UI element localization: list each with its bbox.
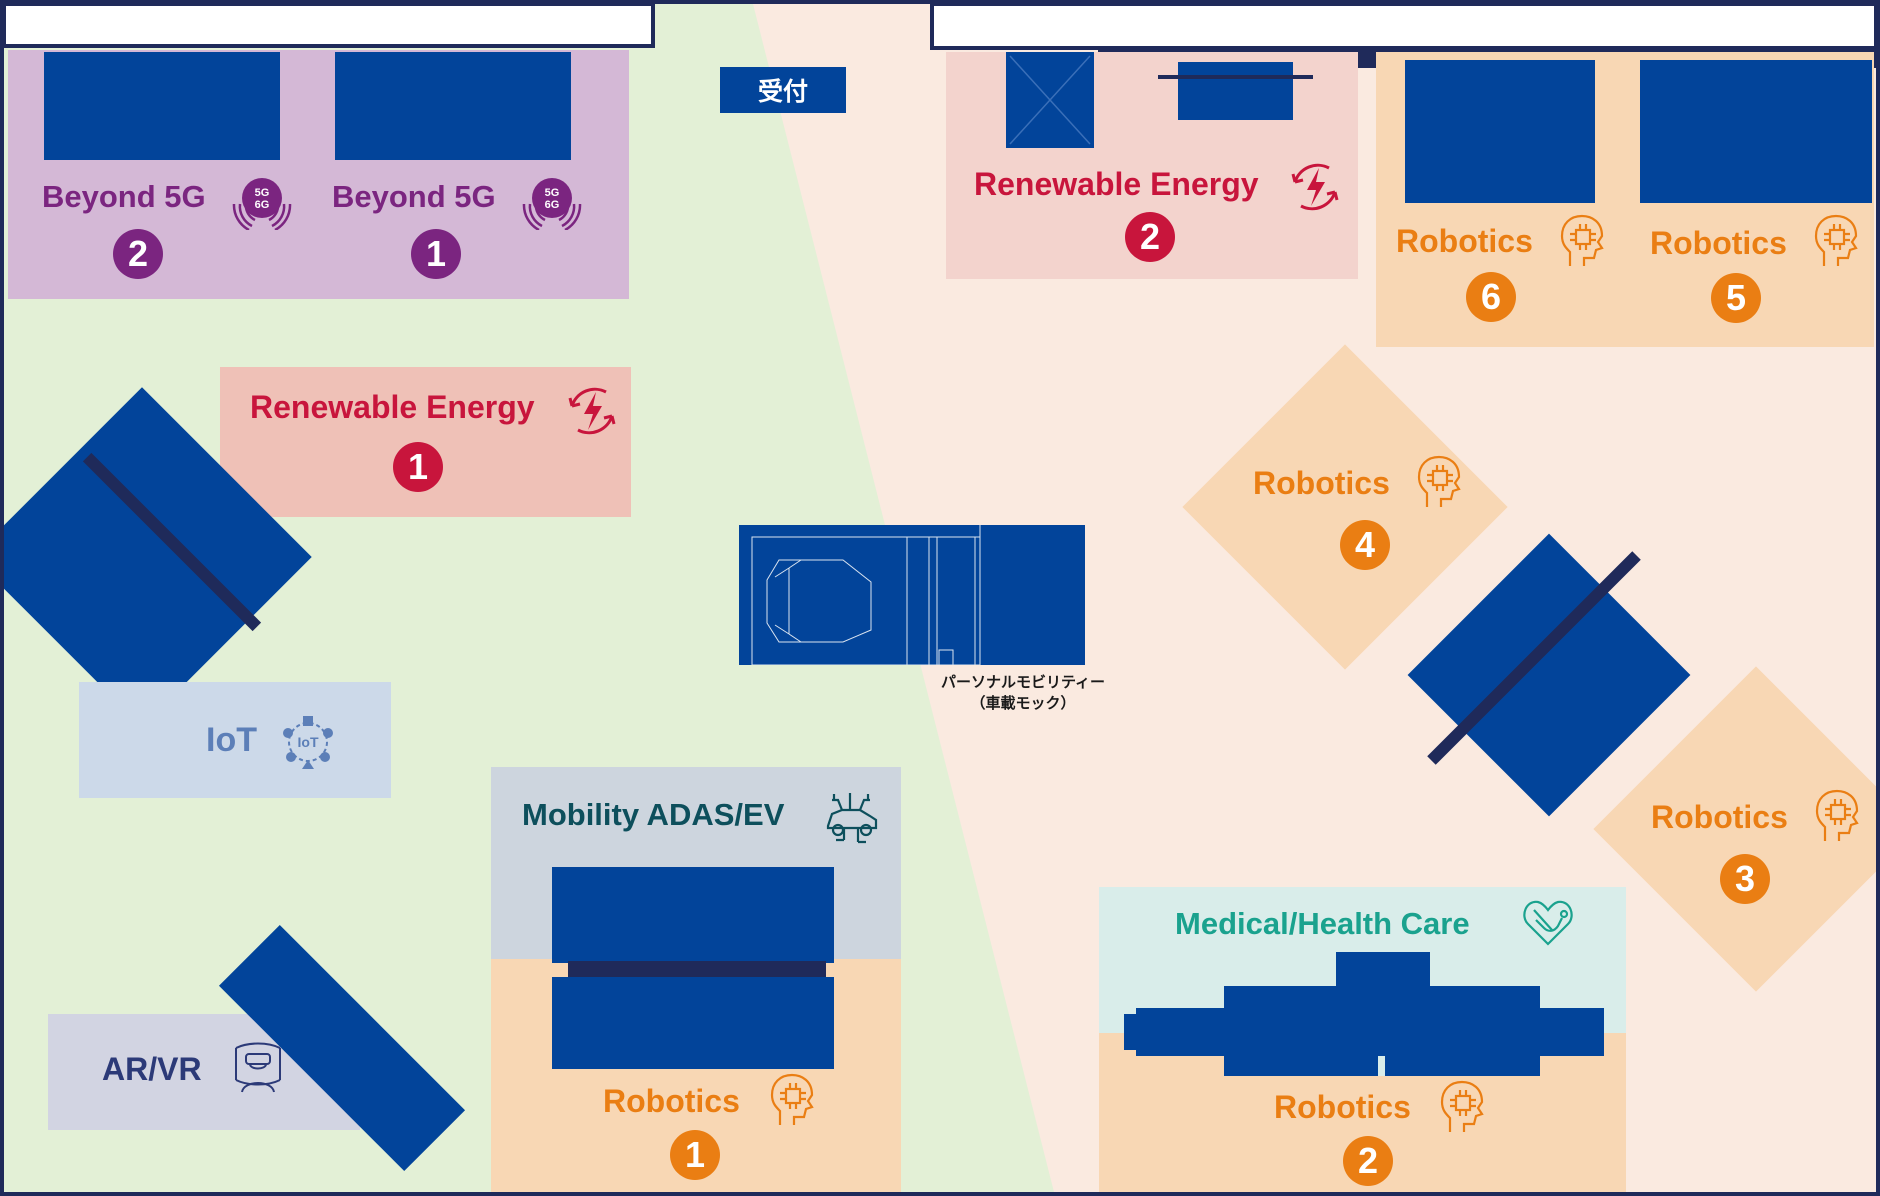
zone-robotics-3-number: 3 (1720, 854, 1770, 904)
personal-mobility-line1: パーソナルモビリティー (940, 673, 1106, 691)
top-left-header-box (2, 2, 655, 48)
zone-iot-title: IoT (206, 721, 257, 759)
vr-headset-person-icon (235, 1042, 281, 1093)
booth-robotics-5 (1640, 60, 1872, 203)
zone-robotics-2-title: Robotics (1274, 1089, 1411, 1125)
zone-beyond5g-2-title: Beyond 5G (42, 179, 206, 214)
5g-6g-signal-icon: 5G 6G (232, 178, 292, 230)
booth-medical-top (1336, 952, 1430, 988)
zone-mobility-title: Mobility ADAS/EV (522, 797, 785, 832)
zone-medical-title: Medical/Health Care (1175, 906, 1470, 941)
booth-renewable-2-crossed (1006, 52, 1094, 148)
lightning-cycle-icon (1291, 163, 1339, 211)
zone-beyond5g-1-title: Beyond 5G (332, 179, 496, 214)
iot-icon-text: IoT (298, 734, 319, 750)
zone-renewable-1 (220, 367, 631, 517)
robot-head-icon (1440, 1080, 1484, 1132)
connected-car-icon (826, 793, 878, 844)
booth-renewable-2-rail (1158, 75, 1313, 79)
zone-iot (79, 682, 391, 798)
zone-robotics-4-number: 4 (1340, 520, 1390, 570)
beyond5g-icon-5g: 5G (545, 187, 560, 199)
robot-head-icon (1814, 214, 1858, 266)
booth-medical-wide (1136, 1008, 1604, 1056)
beyond5g-icon-5g: 5G (255, 187, 270, 199)
zone-renewable-1-title: Renewable Energy (250, 389, 535, 425)
zone-beyond5g-2-number: 2 (113, 229, 163, 279)
zone-robotics-6-title: Robotics (1396, 223, 1533, 259)
heart-stethoscope-icon (1523, 900, 1573, 946)
top-right-header-box (930, 2, 1878, 50)
zone-robotics-1-number: 1 (670, 1130, 720, 1180)
booth-robotics-6 (1405, 60, 1595, 203)
zone-robotics-4-title: Robotics (1253, 465, 1390, 501)
zone-renewable-1-number: 1 (393, 442, 443, 492)
booth-robotics-1 (552, 977, 834, 1069)
personal-mobility-label: パーソナルモビリティー （車載モック） (923, 672, 1123, 714)
zone-renewable-2-title: Renewable Energy (974, 166, 1259, 202)
reception-label: 受付 (757, 77, 808, 106)
lightning-cycle-icon (568, 387, 616, 435)
booth-renewable-2 (1178, 62, 1293, 120)
booth-beyond5g-1 (335, 52, 571, 160)
zone-robotics-5-title: Robotics (1650, 225, 1787, 261)
booth-medical-divider (1378, 1056, 1385, 1076)
zone-robotics-1-title: Robotics (603, 1083, 740, 1119)
booth-medical-end (1124, 1014, 1138, 1050)
robot-head-icon (1560, 214, 1604, 266)
robot-head-icon (1815, 789, 1859, 841)
beyond5g-icon-6g: 6G (255, 199, 270, 211)
robot-head-icon (770, 1073, 814, 1125)
zone-renewable-2-number: 2 (1125, 212, 1175, 262)
booth-mobility (552, 867, 834, 963)
zone-arvr-title: AR/VR (102, 1051, 202, 1087)
personal-mobility-line2: （車載モック） (970, 694, 1076, 712)
zone-robotics-3-title: Robotics (1651, 799, 1788, 835)
zone-robotics-2-number: 2 (1343, 1136, 1393, 1186)
5g-6g-signal-icon: 5G 6G (522, 178, 582, 230)
zone-beyond5g-1-number: 1 (411, 229, 461, 279)
zone-robotics-6-number: 6 (1466, 272, 1516, 322)
zone-robotics-5-number: 5 (1711, 273, 1761, 323)
robot-head-icon (1417, 455, 1461, 507)
beyond5g-icon-6g: 6G (545, 199, 560, 211)
booth-mobility-rail (568, 961, 826, 977)
booth-personal-mobility (739, 525, 1085, 665)
booth-beyond5g-2 (44, 52, 280, 160)
reception-sign: 受付 (720, 67, 846, 113)
iot-network-icon: IoT (283, 716, 333, 769)
